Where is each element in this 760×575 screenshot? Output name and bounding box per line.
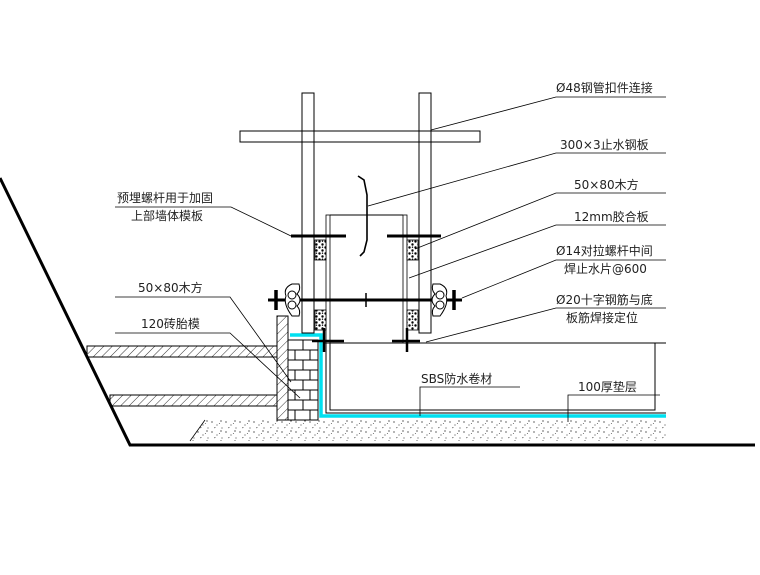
label-embedded-bolt-1: 预埋螺杆用于加固 <box>117 191 213 205</box>
label-plywood: 12mm胶合板 <box>574 209 649 224</box>
foundation-slab <box>325 342 666 414</box>
sbs-waterproof-membrane <box>290 333 666 418</box>
label-timber-left: 50×80木方 <box>138 280 203 295</box>
cross-rebar <box>312 328 420 352</box>
label-sbs-membrane: SBS防水卷材 <box>421 371 492 386</box>
plywood-formwork <box>325 214 408 344</box>
water-stop-plate <box>357 175 368 257</box>
bolt-clamps <box>284 283 448 317</box>
excavation-outline <box>0 177 755 447</box>
label-tie-bolt-2: 焊止水片@600 <box>564 261 647 276</box>
leader-lines <box>115 96 666 422</box>
label-rebar-2: 板筋焊接定位 <box>566 310 638 325</box>
label-water-stop-plate: 300×3止水钢板 <box>560 138 649 152</box>
label-tie-bolt-1: Ø14对拉螺杆中间 <box>556 243 653 258</box>
vertical-timber-left <box>276 315 289 421</box>
brick-mould <box>287 339 319 421</box>
label-steel-pipe: Ø48钢管扣件连接 <box>556 80 653 95</box>
timber-squares <box>314 239 419 331</box>
label-brick-mould: 120砖胎模 <box>141 316 200 331</box>
horizontal-braces <box>86 345 278 407</box>
label-cushion: 100厚垫层 <box>578 379 637 394</box>
label-rebar-1: Ø20十字钢筋与底 <box>556 292 653 307</box>
label-timber-right: 50×80木方 <box>574 177 639 192</box>
label-embedded-bolt-2: 上部墙体模板 <box>131 208 203 223</box>
cushion-layer <box>189 419 666 442</box>
